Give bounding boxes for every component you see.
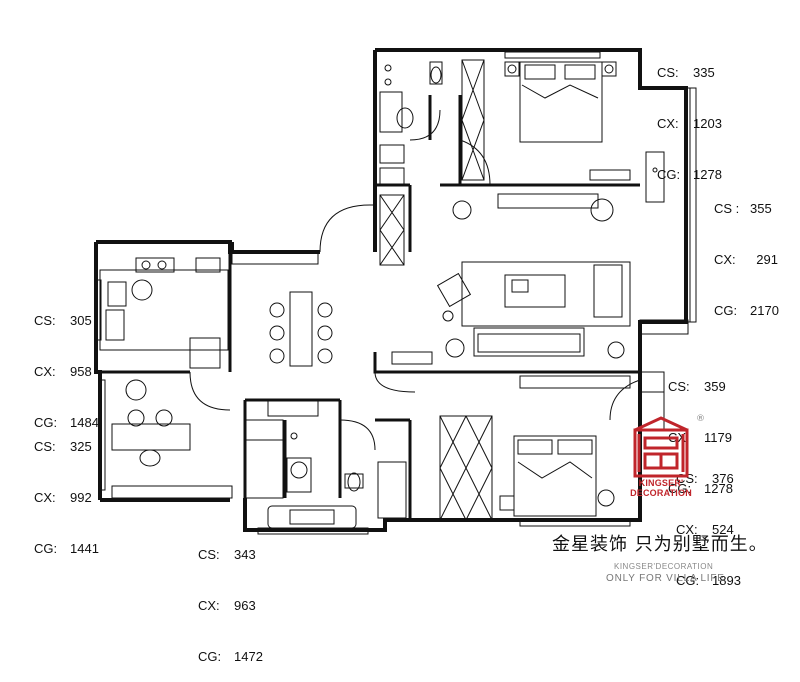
bottom-bathroom [267,432,407,529]
lower-bed [499,375,631,517]
doors [189,109,641,451]
registered-mark: ® [696,414,705,424]
dimension-label-kitchen: CS:305 CX:958 CG:1484 [34,313,99,430]
slogan-english-subtitle: ONLY FOR VILLA LIFE [606,573,725,584]
kitchen [99,251,319,369]
dimension-label-balcony: CS :355 CX:291 CG:2170 [714,201,779,318]
dining-table [269,291,333,367]
lower-closet [439,415,493,521]
brand-mark-icon [633,416,689,478]
floor-plan [94,48,697,535]
top-bathroom [379,61,443,185]
slogan-brand-subtitle: KINGSER'DECORATION [614,562,714,571]
windows [95,51,631,535]
dimension-label-master-bedroom: CS:335 CX:1203 CG:1278 [657,65,722,182]
dimension-label-left-bedroom: CS:325 CX:992 CG:1441 [34,439,99,556]
brand-name-line2: DECORATION [630,488,692,498]
left-bedroom [111,399,319,499]
bedroom-desk [645,151,665,203]
outer-walls [94,48,688,532]
dimension-label-lower-bedroom: CS:376 CX:524 CG:1893 [676,471,741,588]
dimension-label-bathroom: CS:343 CX:963 CG:1472 [198,547,263,664]
brand-logo: ® KINGSER' DECORATION [626,414,705,498]
plants [125,198,614,401]
living-room [391,261,631,365]
balcony-window [639,87,697,430]
brand-name-line1: KINGSER' [638,478,684,488]
closets [379,59,485,266]
master-bed [497,61,631,209]
slogan-text: 金星装饰 只为别墅而生。 [552,534,768,555]
